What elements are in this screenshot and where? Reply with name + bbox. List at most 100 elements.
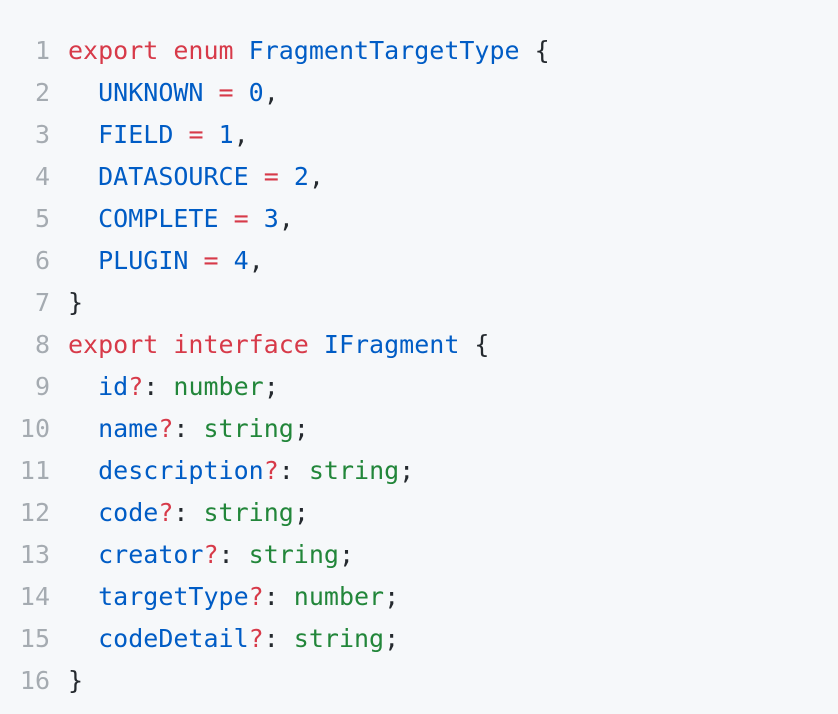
code-line: 15 codeDetail?: string; <box>0 618 838 660</box>
code-token: ? <box>158 414 174 443</box>
code-line: 3 FIELD = 1, <box>0 114 838 156</box>
code-token: string <box>203 414 294 443</box>
line-number: 6 <box>34 246 50 275</box>
code-text: codeDetail?: string; <box>68 618 399 660</box>
code-token: export <box>68 36 159 65</box>
code-token: 4 <box>233 246 249 275</box>
line-number: 1 <box>34 36 50 65</box>
code-token: ; <box>293 414 309 443</box>
code-token: FragmentTargetType <box>248 36 520 65</box>
code-token: : <box>173 498 204 527</box>
code-line: 7} <box>0 282 838 324</box>
code-token: code <box>98 498 159 527</box>
code-token <box>68 120 98 149</box>
code-token <box>203 78 218 107</box>
line-number: 2 <box>34 78 50 107</box>
code-token <box>68 498 98 527</box>
code-token <box>309 330 324 359</box>
line-number: 10 <box>19 414 50 443</box>
line-number: 7 <box>34 288 50 317</box>
code-text: targetType?: number; <box>68 576 399 618</box>
code-line: 16} <box>0 660 838 702</box>
code-token: interface <box>173 330 309 359</box>
code-token: PLUGIN <box>98 246 189 275</box>
line-number: 12 <box>19 498 50 527</box>
code-token: description <box>98 456 264 485</box>
code-token: string <box>293 624 385 653</box>
code-text: UNKNOWN = 0, <box>68 72 279 114</box>
code-token: targetType <box>98 582 249 611</box>
code-token <box>68 540 98 569</box>
code-token: : <box>278 456 309 485</box>
code-token: creator <box>98 540 204 569</box>
code-token: ; <box>293 498 309 527</box>
code-token: 1 <box>218 120 234 149</box>
code-token: } <box>68 288 84 317</box>
code-token <box>279 162 294 191</box>
code-token: enum <box>173 36 234 65</box>
code-token: COMPLETE <box>98 204 219 233</box>
code-text: name?: string; <box>68 408 309 450</box>
code-token: ? <box>263 456 279 485</box>
code-token: : <box>263 624 294 653</box>
code-token: string <box>248 540 339 569</box>
code-token <box>249 162 264 191</box>
line-number: 9 <box>34 372 50 401</box>
code-token: export <box>68 330 159 359</box>
code-token <box>68 78 98 107</box>
code-token: ? <box>158 498 174 527</box>
code-text: DATASOURCE = 2, <box>68 156 324 198</box>
code-token: codeDetail <box>98 624 249 653</box>
code-token: } <box>68 666 84 695</box>
code-text: creator?: string; <box>68 534 354 576</box>
code-token: 2 <box>293 162 309 191</box>
line-number: 5 <box>34 204 50 233</box>
code-line: 9 id?: number; <box>0 366 838 408</box>
code-line: 5 COMPLETE = 3, <box>0 198 838 240</box>
code-text: export interface IFragment { <box>68 324 489 366</box>
code-token <box>234 36 249 65</box>
code-token <box>68 162 98 191</box>
code-token: = <box>233 204 249 233</box>
code-token: ; <box>384 582 400 611</box>
code-token: : <box>173 414 204 443</box>
code-token <box>219 204 234 233</box>
code-token: ? <box>203 540 219 569</box>
code-token: : <box>143 372 174 401</box>
code-token: name <box>98 414 159 443</box>
code-line: 6 PLUGIN = 4, <box>0 240 838 282</box>
line-number: 8 <box>34 330 50 359</box>
code-token <box>219 246 234 275</box>
code-token: string <box>203 498 294 527</box>
code-token: number <box>173 372 264 401</box>
code-token: id <box>98 372 129 401</box>
code-token: ? <box>128 372 144 401</box>
code-token <box>68 456 98 485</box>
code-token: FIELD <box>98 120 174 149</box>
code-text: id?: number; <box>68 366 279 408</box>
code-token <box>204 120 219 149</box>
code-token: string <box>308 456 400 485</box>
code-token: { <box>519 36 550 65</box>
code-text: export enum FragmentTargetType { <box>68 30 550 72</box>
code-token <box>173 120 188 149</box>
code-line: 2 UNKNOWN = 0, <box>0 72 838 114</box>
code-token: ; <box>399 456 415 485</box>
line-number: 14 <box>19 582 50 611</box>
code-line: 4 DATASOURCE = 2, <box>0 156 838 198</box>
code-line: 10 name?: string; <box>0 408 838 450</box>
code-line: 12 code?: string; <box>0 492 838 534</box>
code-token <box>234 78 249 107</box>
code-line: 14 targetType?: number; <box>0 576 838 618</box>
code-token: IFragment <box>323 330 460 359</box>
code-token <box>158 36 173 65</box>
code-token <box>68 414 98 443</box>
code-token <box>68 582 98 611</box>
code-token: : <box>218 540 249 569</box>
code-line: 1 export enum FragmentTargetType { <box>0 30 838 72</box>
code-token: , <box>233 120 249 149</box>
code-token: ; <box>338 540 355 569</box>
code-text: } <box>68 282 83 324</box>
code-text: COMPLETE = 3, <box>68 198 294 240</box>
